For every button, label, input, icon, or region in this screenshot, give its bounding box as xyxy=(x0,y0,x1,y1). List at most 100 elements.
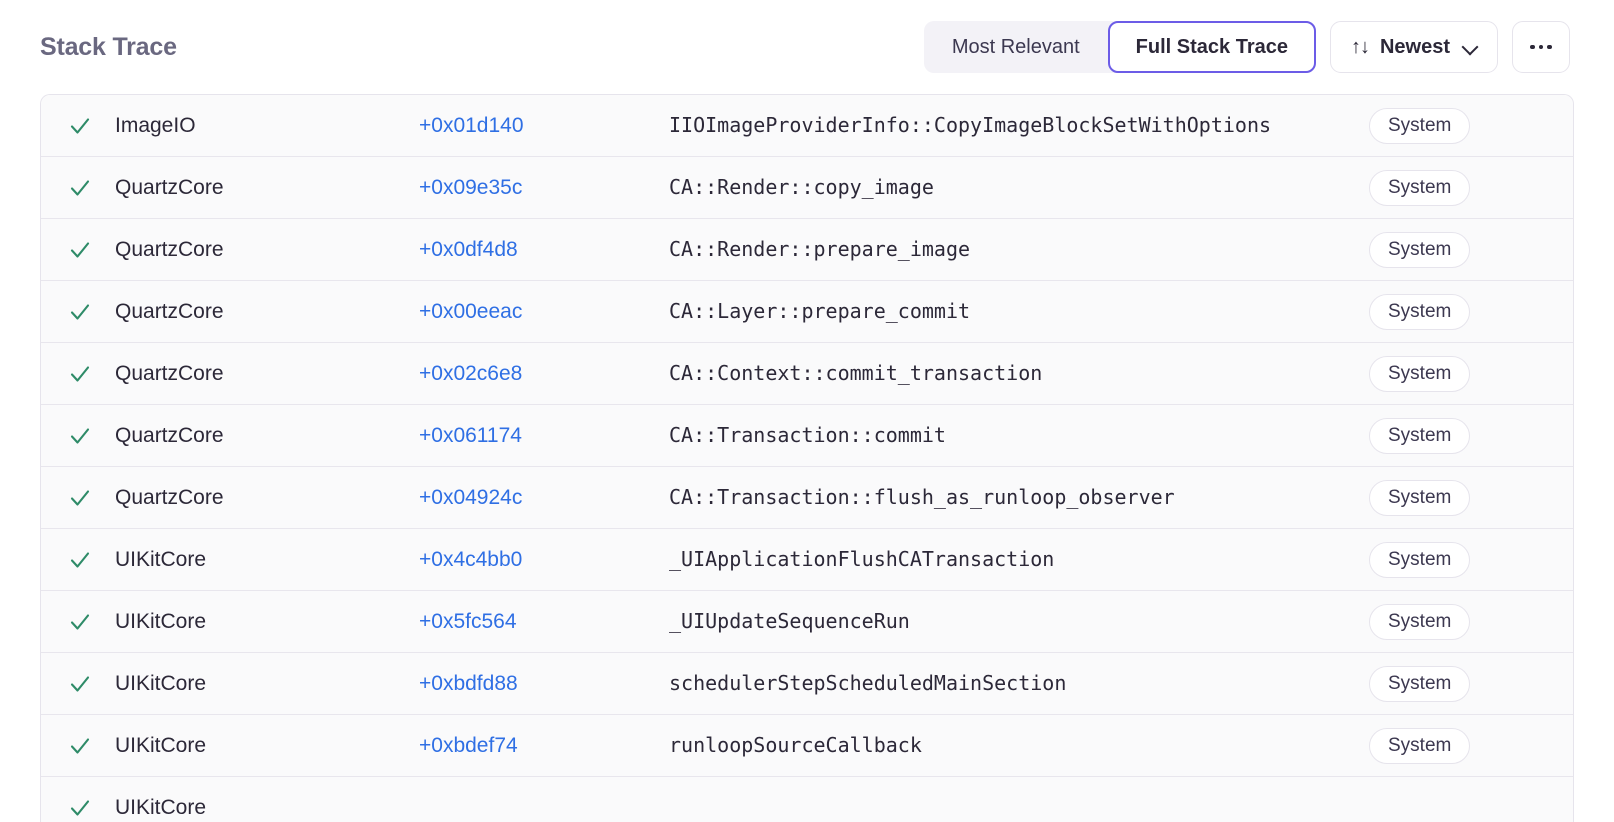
row-module-name: UIKitCore xyxy=(115,609,207,633)
row-offset-link[interactable]: +0x09e35c xyxy=(419,175,523,199)
row-offset-link[interactable]: +0xbdef74 xyxy=(419,733,518,757)
row-function-name: CA::Transaction::commit xyxy=(669,423,946,448)
check-icon xyxy=(70,427,90,444)
row-function-name: runloopSourceCallback xyxy=(669,733,922,758)
table-row[interactable]: UIKitCore +0x5fc564 _UIUpdateSequenceRun Sy… xyxy=(41,591,1573,653)
status-badge: System xyxy=(1369,665,1471,702)
row-badge-cell: System xyxy=(1369,231,1519,268)
check-icon xyxy=(70,489,90,506)
row-module-name: QuartzCore xyxy=(115,299,224,323)
row-badge-cell: System xyxy=(1369,355,1519,392)
ellipsis-dot-icon xyxy=(1547,44,1552,50)
status-badge: System xyxy=(1369,231,1471,268)
row-badge-cell: System xyxy=(1369,541,1519,578)
sort-updown-icon: ↑↓ xyxy=(1350,36,1370,58)
row-module-name: QuartzCore xyxy=(115,175,224,199)
row-offset-link[interactable]: +0x0df4d8 xyxy=(419,237,518,261)
row-function-name: CA::Render::prepare_image xyxy=(669,237,971,262)
status-badge: System xyxy=(1369,107,1471,144)
row-status-cell xyxy=(41,610,115,634)
panel-header: Stack Trace Most Relevant Full Stack Tra… xyxy=(0,0,1614,94)
status-badge: System xyxy=(1369,417,1471,454)
row-function-name: CA::Layer::prepare_commit xyxy=(669,299,971,324)
table-row[interactable]: QuartzCore +0x02c6e8 CA::Context::commit_t… xyxy=(41,343,1573,405)
status-badge: System xyxy=(1369,355,1471,392)
row-offset-link[interactable]: +0xbdfd88 xyxy=(419,671,518,695)
row-module-name: QuartzCore xyxy=(115,423,224,447)
table-row[interactable]: UIKitCore +0xbdfd88 schedulerStepScheduled… xyxy=(41,653,1573,715)
sort-button-label: Newest xyxy=(1379,35,1450,58)
row-offset-link[interactable]: +0x4c4bb0 xyxy=(419,547,523,571)
status-badge: System xyxy=(1369,541,1471,578)
table-row[interactable]: QuartzCore +0x09e35c CA::Render::copy_imag… xyxy=(41,157,1573,219)
row-offset-link[interactable]: +0x02c6e8 xyxy=(419,361,523,385)
table-row[interactable]: QuartzCore +0x061174 CA::Transaction::comm… xyxy=(41,405,1573,467)
check-icon xyxy=(70,303,90,320)
stack-trace-table: ImageIO +0x01d140 IIOImageProviderInfo::Co… xyxy=(40,94,1574,822)
row-badge-cell: System xyxy=(1369,107,1519,144)
row-badge-cell: System xyxy=(1369,417,1519,454)
sort-button[interactable]: ↑↓ Newest xyxy=(1329,21,1498,73)
check-icon xyxy=(70,800,90,816)
row-offset-link[interactable]: +0x00eeac xyxy=(419,299,523,323)
row-status-cell xyxy=(41,114,115,138)
row-function-name: _UIApplicationFlushCATransaction xyxy=(669,547,1055,572)
row-module-name: UIKitCore xyxy=(115,733,207,757)
table-row[interactable]: UIKitCore xyxy=(41,777,1573,822)
row-function-name: CA::Context::commit_transaction xyxy=(669,361,1043,386)
row-module-name: UIKitCore xyxy=(115,671,207,695)
row-module-name: QuartzCore xyxy=(115,361,224,385)
row-badge-cell: System xyxy=(1369,665,1519,702)
status-badge: System xyxy=(1369,603,1471,640)
table-row[interactable]: UIKitCore+0x4c4bb0_UIApplicationFlushCAT… xyxy=(41,529,1573,591)
row-status-cell xyxy=(41,300,115,324)
check-icon xyxy=(70,551,90,568)
check-icon xyxy=(70,675,90,692)
row-function-name: CA::Render::copy_image xyxy=(669,175,934,200)
status-badge: System xyxy=(1369,169,1471,206)
row-offset-link[interactable]: +0x01d140 xyxy=(419,113,524,137)
row-function-name: _UIUpdateSequenceRun xyxy=(669,609,910,634)
status-badge: System xyxy=(1369,479,1471,516)
check-icon xyxy=(70,117,90,134)
row-status-cell xyxy=(41,486,115,510)
row-status-cell xyxy=(41,362,115,386)
view-mode-segmented-control[interactable]: Most Relevant Full Stack Trace xyxy=(923,21,1316,73)
row-offset-link[interactable]: +0x061174 xyxy=(419,423,522,447)
check-icon xyxy=(70,241,90,258)
row-status-cell xyxy=(41,672,115,696)
row-status-cell xyxy=(41,238,115,262)
tab-full-stack-trace[interactable]: Full Stack Trace xyxy=(1107,21,1316,73)
check-icon xyxy=(70,179,90,196)
row-badge-cell: System xyxy=(1369,603,1519,640)
tab-most-relevant[interactable]: Most Relevant xyxy=(924,21,1108,73)
row-function-name: IIOImageProviderInfo::CopyImageBlockSetW… xyxy=(669,113,1272,138)
check-icon xyxy=(70,365,90,382)
row-badge-cell: System xyxy=(1369,479,1519,516)
row-module-name: ImageIO xyxy=(115,113,196,137)
row-function-name: CA::Transaction::flush_as_runloop_observ… xyxy=(669,485,1175,510)
row-function-name: schedulerStepScheduledMainSection xyxy=(669,671,1067,696)
status-badge: System xyxy=(1369,727,1471,764)
row-module-name: UIKitCore xyxy=(115,796,207,819)
row-module-name: QuartzCore xyxy=(115,485,224,509)
check-icon xyxy=(70,613,90,630)
row-offset-link[interactable]: +0x5fc564 xyxy=(419,609,517,633)
row-badge-cell: System xyxy=(1369,169,1519,206)
row-status-cell xyxy=(41,548,115,572)
table-row[interactable]: QuartzCore +0x00eeac CA::Layer::prepare_co… xyxy=(41,281,1573,343)
chevron-down-icon xyxy=(1463,40,1477,54)
row-badge-cell: System xyxy=(1369,727,1519,764)
table-row[interactable]: ImageIO +0x01d140 IIOImageProviderInfo::Co… xyxy=(41,95,1573,157)
table-row[interactable]: UIKitCore +0xbdef74 runloopSourceCallback S… xyxy=(41,715,1573,777)
more-options-button[interactable] xyxy=(1512,21,1570,73)
row-badge-cell: System xyxy=(1369,293,1519,330)
ellipsis-dot-icon xyxy=(1530,44,1535,50)
row-status-cell xyxy=(41,424,115,448)
table-row[interactable]: QuartzCore +0x04924c CA::Transaction::flus… xyxy=(41,467,1573,529)
row-status-cell xyxy=(41,176,115,200)
header-controls: Most Relevant Full Stack Trace ↑↓ Newest xyxy=(923,21,1570,73)
row-offset-link[interactable]: +0x04924c xyxy=(419,485,523,509)
